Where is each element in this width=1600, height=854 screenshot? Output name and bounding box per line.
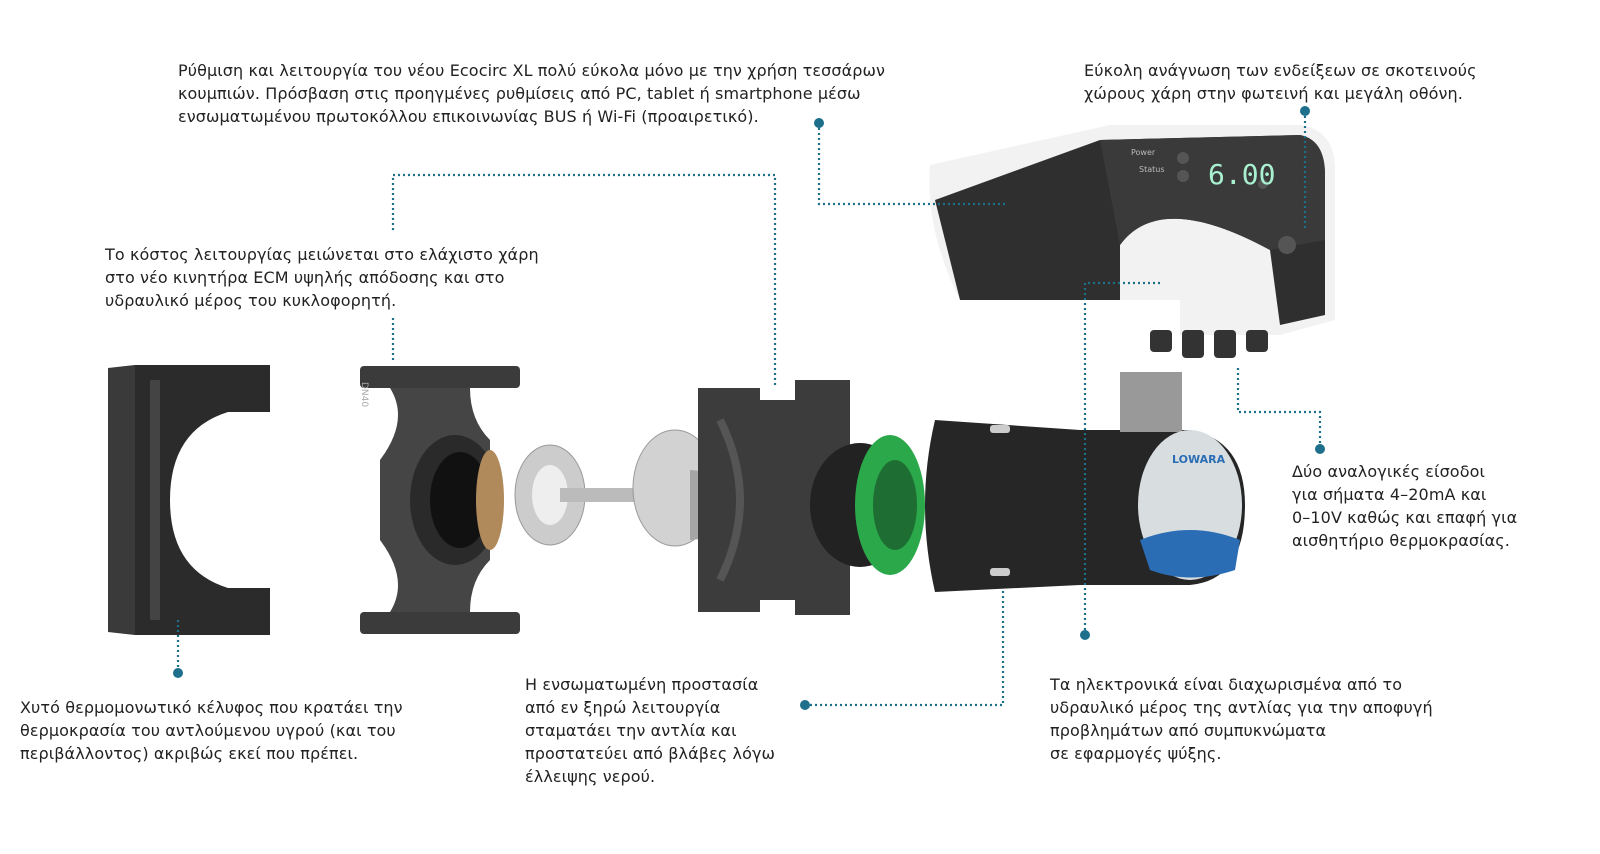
power-label: Power	[1131, 148, 1156, 157]
note-controls: Ρύθμιση και λειτουργία του νέου Ecocirc …	[178, 61, 886, 126]
motor-body: LOWARA	[925, 372, 1245, 592]
note-cost: Το κόστος λειτουργίας μειώνεται στο ελάχ…	[105, 245, 539, 310]
rotor-stator	[810, 435, 925, 575]
housing-mark: DN40	[359, 382, 369, 407]
status-label: Status	[1139, 165, 1165, 174]
note-inputs: Δύο αναλογικές είσοδοι για σήματα 4–20mA…	[1292, 462, 1518, 550]
callout-lines	[173, 106, 1325, 710]
motor-flange	[698, 380, 850, 615]
note-insulation: Χυτό θερμομονωτικό κέλυφος που κρατάει τ…	[20, 698, 403, 763]
note-dry-run: Η ενσωματωμένη προστασία από εν ξηρώ λει…	[525, 675, 776, 786]
insulation-shell	[108, 365, 270, 635]
brand-logo: LOWARA	[1172, 453, 1226, 466]
display-value: 6.00	[1208, 158, 1275, 191]
pump-housing: DN40	[359, 366, 520, 634]
note-display: Εύκολη ανάγνωση των ενδείξεων σε σκοτειν…	[1084, 61, 1477, 103]
control-box: Power Status 6.00	[929, 125, 1335, 358]
note-electronics: Τα ηλεκτρονικά είναι διαχωρισμένα από το…	[1050, 675, 1433, 763]
